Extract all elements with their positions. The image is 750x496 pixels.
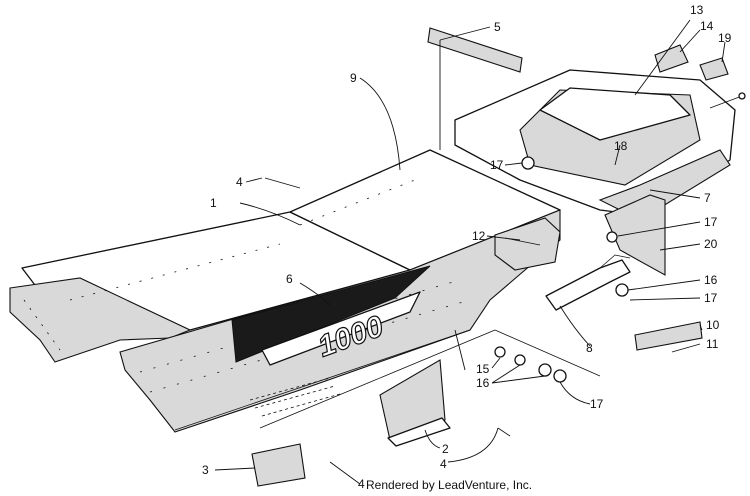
callout-9: 9 bbox=[350, 71, 357, 85]
callout-labels: 1 2 3 4 4 4 5 6 7 8 9 10 11 12 13 14 15 … bbox=[202, 3, 732, 491]
hardware-parts bbox=[264, 156, 629, 437]
callout-18: 18 bbox=[614, 139, 628, 153]
callout-1: 1 bbox=[210, 196, 217, 210]
callout-17d: 17 bbox=[590, 397, 604, 411]
callout-3: 3 bbox=[202, 463, 209, 477]
bracket-plate-part bbox=[379, 359, 451, 447]
callout-17a: 17 bbox=[490, 158, 504, 172]
callout-17b: 17 bbox=[704, 215, 718, 229]
callout-7: 7 bbox=[704, 191, 711, 205]
callout-16a: 16 bbox=[476, 376, 490, 390]
mount-plate-part bbox=[251, 443, 306, 487]
callout-15: 15 bbox=[476, 362, 490, 376]
callout-12: 12 bbox=[472, 229, 486, 243]
callout-20: 20 bbox=[704, 237, 718, 251]
callout-17c: 17 bbox=[704, 291, 718, 305]
screw-part bbox=[709, 92, 746, 109]
strip-part bbox=[427, 27, 523, 73]
callout-16b: 16 bbox=[704, 273, 718, 287]
reflector-small-parts bbox=[654, 44, 729, 81]
callout-19: 19 bbox=[718, 31, 732, 45]
callout-4b: 4 bbox=[440, 457, 447, 471]
callout-11: 11 bbox=[706, 337, 719, 351]
rear-bumper-part bbox=[454, 69, 736, 221]
callout-8: 8 bbox=[586, 341, 593, 355]
callout-4a: 4 bbox=[236, 175, 243, 189]
callout-4c: 4 bbox=[358, 477, 365, 491]
callout-10: 10 bbox=[706, 318, 720, 332]
callout-14: 14 bbox=[700, 19, 714, 33]
callout-6: 6 bbox=[286, 272, 293, 286]
credit-text: Rendered by LeadVenture, Inc. bbox=[366, 478, 533, 492]
plate-part bbox=[634, 321, 703, 351]
callout-5: 5 bbox=[494, 20, 501, 34]
reflector-panel-part bbox=[604, 194, 666, 276]
leader-lines bbox=[214, 19, 726, 485]
handle-bar-part bbox=[545, 254, 631, 311]
callout-2: 2 bbox=[442, 442, 449, 456]
callout-13: 13 bbox=[690, 3, 704, 17]
